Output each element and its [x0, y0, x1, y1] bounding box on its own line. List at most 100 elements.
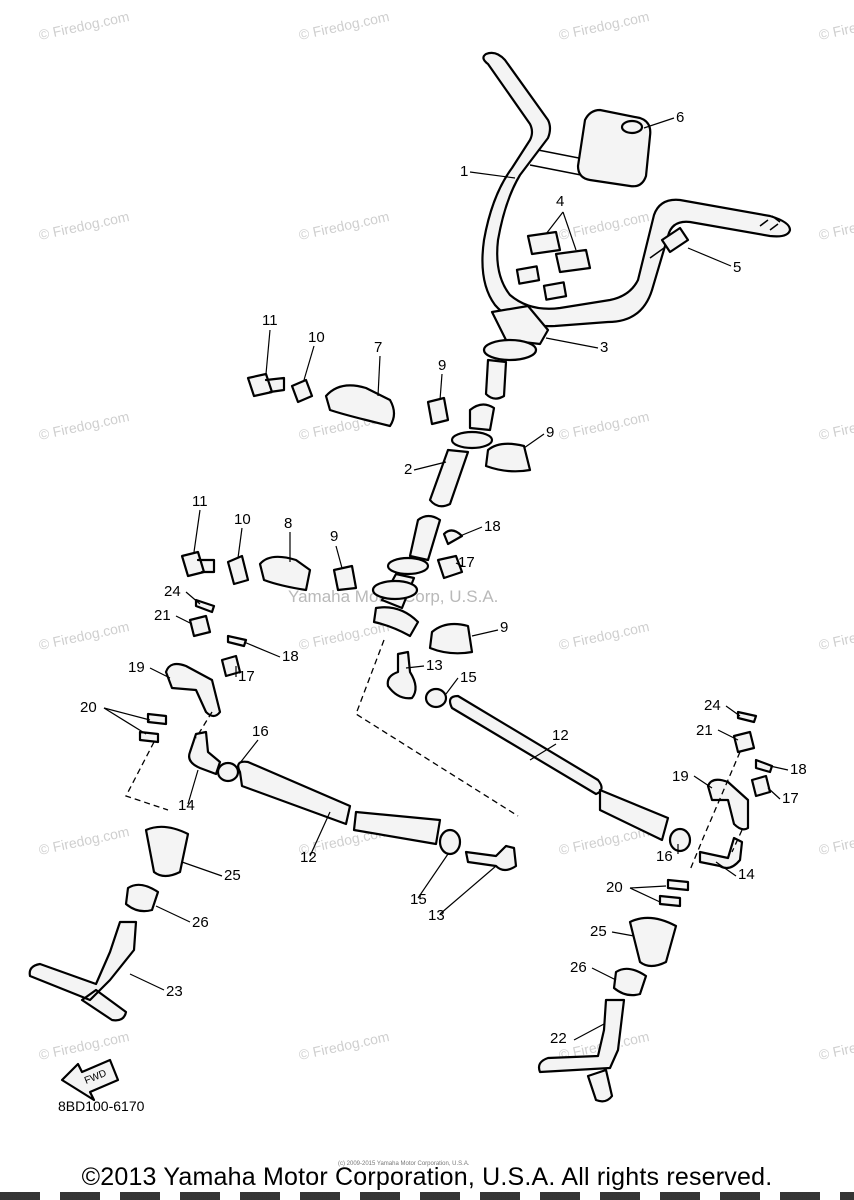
callout-leader: [439, 865, 497, 915]
tiny-credit: (c) 2009-2015 Yamaha Motor Corporation, …: [338, 1161, 470, 1167]
callout-leader: [629, 885, 667, 889]
callout-number: 9: [546, 424, 554, 441]
callout-number: 12: [552, 727, 569, 744]
callout-leader: [155, 905, 191, 923]
handlebar-part: [481, 51, 792, 328]
callout-leader: [193, 509, 201, 553]
callout-number: 6: [676, 109, 684, 126]
washers-right: [658, 878, 690, 908]
diagram-code: 8BD100-6170: [58, 1098, 145, 1114]
site-watermark: © Firedog.com: [37, 618, 130, 653]
callout-leader: [687, 247, 732, 267]
callout-leader: [545, 211, 564, 235]
callout-number: 26: [192, 914, 209, 931]
callout-leader: [529, 743, 557, 761]
site-watermark: © Firedog.com: [297, 8, 390, 43]
callout-leader: [445, 677, 459, 695]
callout-leader: [181, 861, 223, 877]
bushing-cone-left: [144, 825, 190, 878]
callout-number: 17: [238, 668, 255, 685]
site-watermark: © Firedog.com: [557, 408, 650, 443]
callout-number: 4: [556, 193, 564, 210]
callout-number: 10: [308, 329, 325, 346]
collar-right: [612, 967, 648, 997]
site-watermark: © Firedog.com: [37, 408, 130, 443]
site-watermark: © Firedog.com: [557, 618, 650, 653]
callout-number: 25: [224, 867, 241, 884]
callout-number: 16: [252, 723, 269, 740]
callout-leader: [573, 1023, 605, 1041]
callout-number: 24: [164, 583, 181, 600]
callout-leader: [767, 787, 781, 800]
bolt-upper: [246, 372, 286, 398]
upper-clamp-left: [526, 230, 562, 256]
callout-leader: [149, 667, 171, 679]
callout-number: 9: [500, 619, 508, 636]
copyright-notice: ©2013 Yamaha Motor Corporation, U.S.A. A…: [81, 1163, 773, 1191]
callout-number: 2: [404, 461, 412, 478]
tie-rod-end-left: [188, 730, 222, 776]
callout-leader: [471, 629, 499, 637]
tie-rod-end-lower: [464, 844, 518, 872]
site-watermark: © Firedog.com: [817, 208, 854, 243]
pitman-arm-left: [164, 662, 222, 718]
site-watermark: © Firedog.com: [557, 8, 650, 43]
bushing-upper-right: [484, 442, 532, 473]
knuckle-left: [28, 920, 138, 1022]
site-watermark: © Firedog.com: [37, 208, 130, 243]
nut-center: [436, 554, 464, 580]
callout-leader: [455, 562, 463, 567]
callout-leader: [469, 171, 516, 179]
locknut-lower: [438, 828, 462, 856]
callout-number: 23: [166, 983, 183, 1000]
callout-number: 13: [428, 907, 445, 924]
callout-number: 18: [790, 761, 807, 778]
callout-leader: [405, 665, 425, 669]
callout-number: 12: [300, 849, 317, 866]
callout-leader: [611, 931, 635, 937]
callout-number: 14: [738, 866, 755, 883]
nut-lower: [226, 554, 250, 586]
callout-number: 8: [284, 515, 292, 532]
callout-number: 18: [282, 648, 299, 665]
tie-rod-left: [237, 760, 442, 846]
callout-number: 18: [484, 518, 501, 535]
callout-number: 17: [458, 554, 475, 571]
locknut-center: [424, 687, 448, 709]
site-watermark: © Firedog.com: [297, 208, 390, 243]
callout-leader: [459, 526, 483, 537]
site-watermark: © Firedog.com: [37, 823, 130, 858]
callout-number: 14: [178, 797, 195, 814]
callout-number: 15: [460, 669, 477, 686]
callout-number: 21: [696, 722, 713, 739]
callout-number: 26: [570, 959, 587, 976]
callout-leader: [103, 707, 147, 735]
column-holder-lower: [258, 555, 312, 592]
bottom-strip: [0, 1192, 854, 1200]
site-watermark: © Firedog.com: [37, 8, 130, 43]
callout-number: 3: [600, 339, 608, 356]
callout-leader: [235, 739, 259, 769]
callout-number: 19: [672, 768, 689, 785]
site-watermark: © Firedog.com: [297, 1028, 390, 1063]
connection-line-right-2: [731, 829, 743, 853]
callout-leader: [562, 211, 577, 251]
callout-number: 16: [656, 848, 673, 865]
callout-leader: [335, 545, 343, 569]
callout-leader: [309, 811, 331, 857]
nut-right: [732, 730, 756, 754]
callout-number: 22: [550, 1030, 567, 1047]
callout-leader: [725, 705, 741, 717]
handlebar-holder: [482, 304, 550, 400]
bushing-lower-right: [428, 622, 474, 655]
nut-left: [188, 614, 212, 638]
callout-layer: 1234567899991010111112121313141415151616…: [80, 109, 807, 1047]
callout-leader: [175, 615, 193, 625]
callout-leader: [413, 461, 447, 471]
column-holder-upper: [324, 384, 396, 428]
callout-number: 17: [782, 790, 799, 807]
pad-hole: [620, 119, 644, 135]
tie-rod-end-center: [386, 650, 417, 700]
callout-number: 24: [704, 697, 721, 714]
callout-leader: [237, 527, 243, 559]
